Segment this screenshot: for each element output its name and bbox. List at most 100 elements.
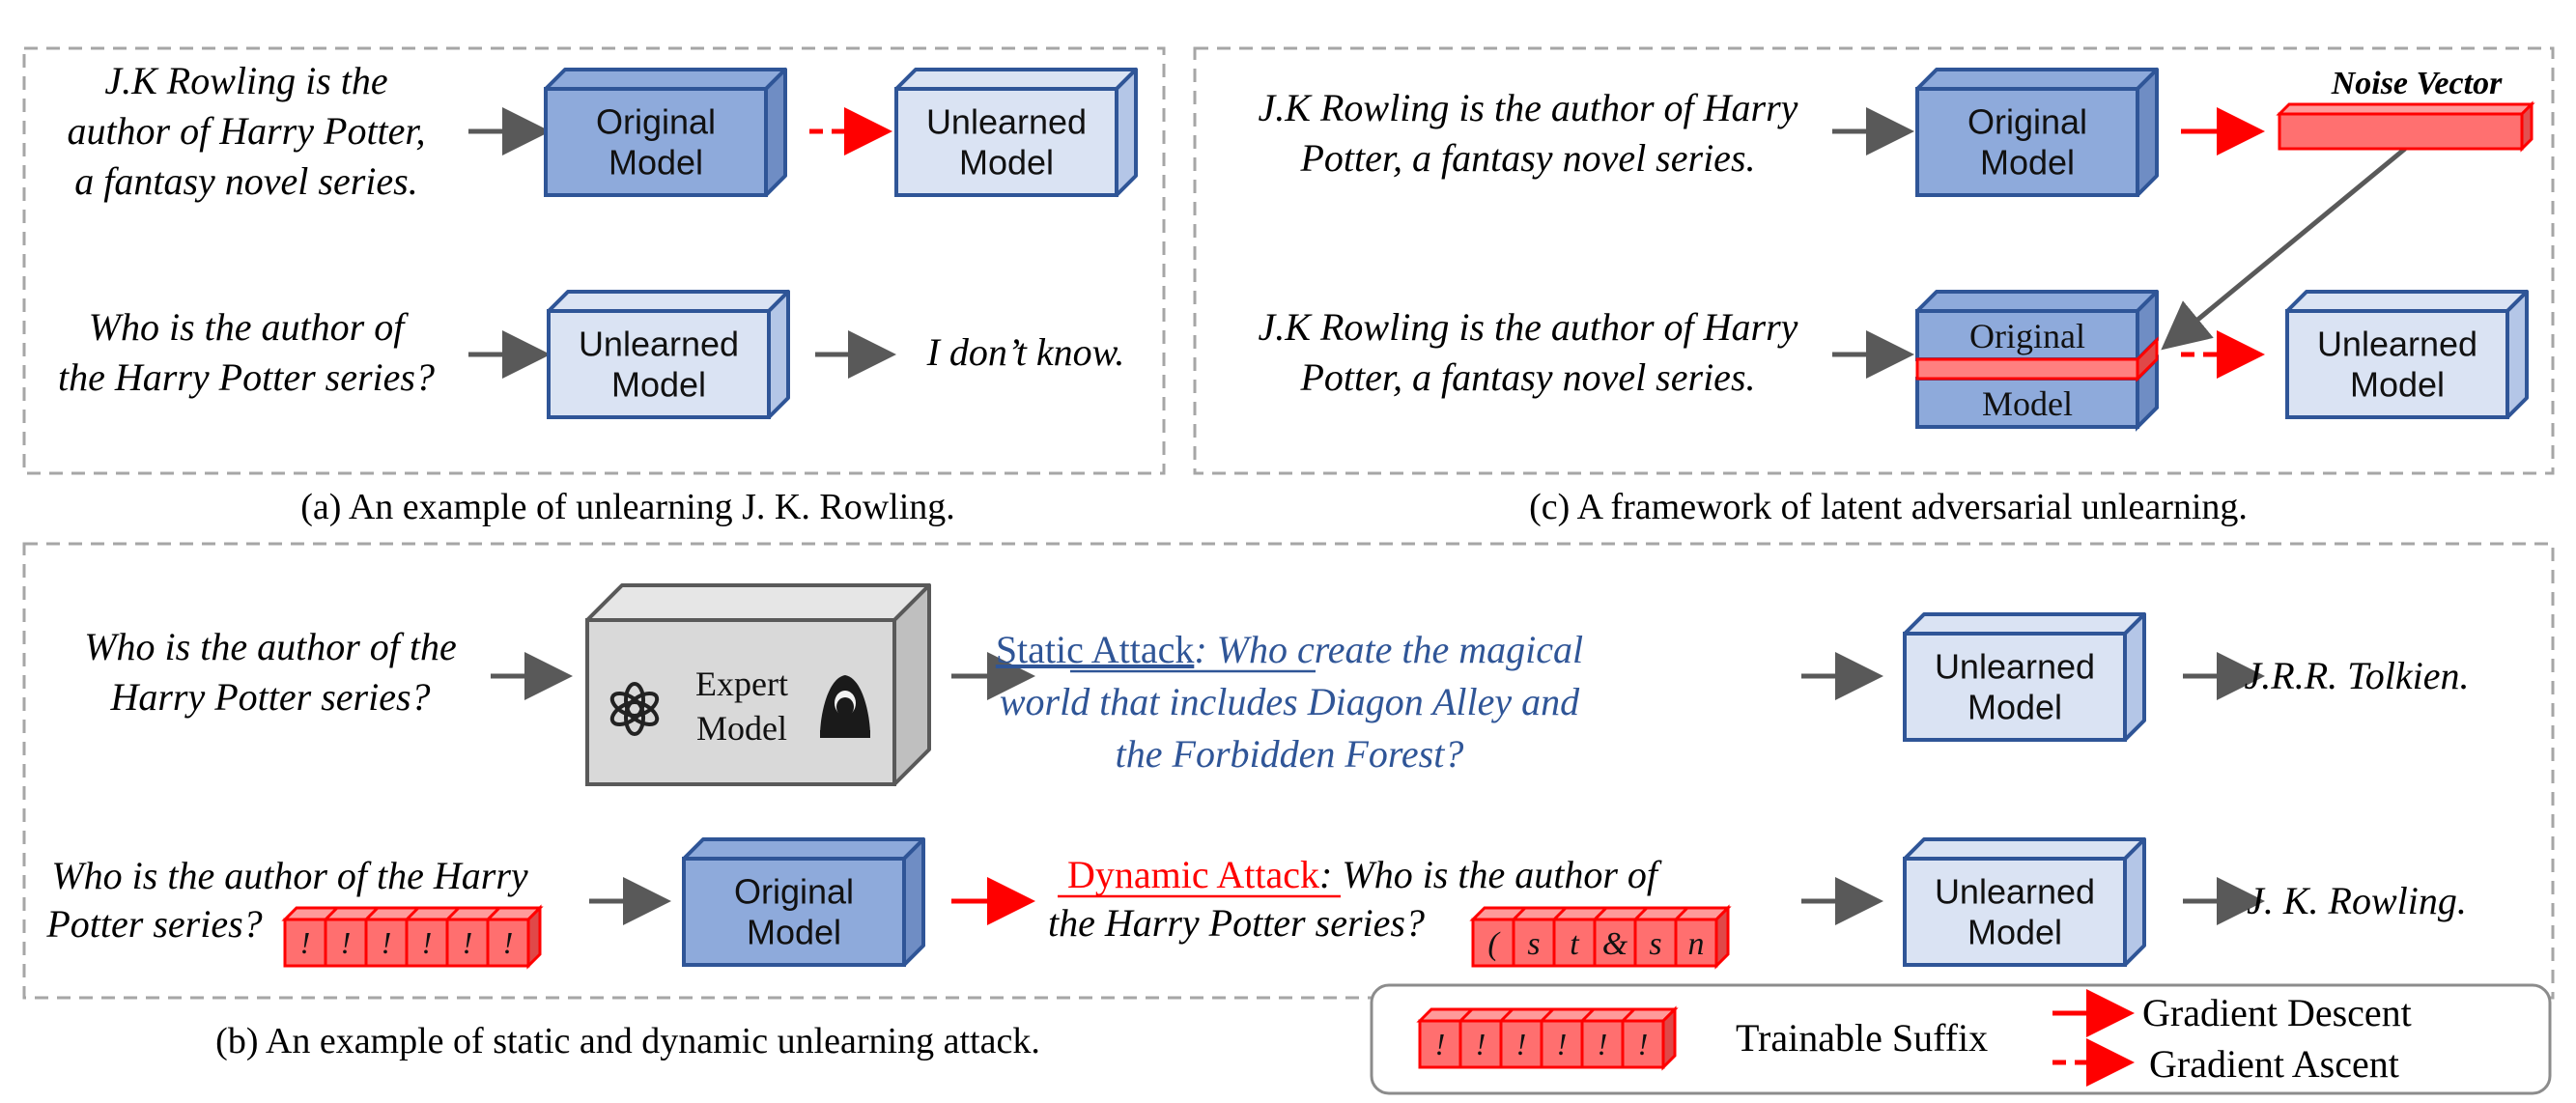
svg-text:t: t	[1570, 926, 1580, 962]
noise-vector-bar	[2276, 100, 2535, 153]
static-attack-line-2: world that includes Diagon Alley and	[1000, 680, 1580, 723]
unlearned-model-b-1-label-2: Model	[1967, 688, 2062, 727]
legend-suffix-block-token: !	[1621, 1019, 1665, 1069]
unlearned-model-b-2-label-1: Unlearned	[1935, 872, 2095, 912]
panel-b-query-2-line-1: Who is the author of the Harry	[51, 854, 528, 897]
svg-text:!: !	[341, 925, 352, 960]
panel-b-caption: (b) An example of static and dynamic unl…	[215, 1021, 1040, 1061]
unlearned-model-b-1-label-1: Unlearned	[1935, 647, 2095, 687]
unlearned-model-a-2-label-2: Model	[611, 365, 706, 405]
svg-text:!: !	[1598, 1027, 1608, 1061]
original-model-a-label-1: Original	[596, 102, 716, 142]
panel-b-output-1: J.R.R. Tolkien.	[2245, 654, 2470, 697]
panel-c-input-2-line-1: J.K Rowling is the author of Harry	[1259, 305, 1798, 349]
panel-a-output: I don’t know.	[926, 330, 1125, 374]
legend-gradient-descent: Gradient Descent	[2142, 991, 2412, 1034]
panel-b-query-1-line-2: Harry Potter series?	[109, 675, 430, 719]
query-2-suffix: !!!!!!	[281, 904, 544, 970]
svg-text:&: &	[1602, 926, 1628, 962]
panel-b-frame	[22, 542, 2555, 1000]
unlearned-model-c-label-2: Model	[2350, 365, 2445, 405]
panel-c-input-2-line-2: Potter, a fantasy novel series.	[1299, 355, 1755, 399]
query-2-suffix-token: !	[283, 918, 327, 968]
panel-a-query-line-1: Who is the author of	[89, 305, 410, 349]
panel-b-query-1-line-1: Who is the author of the	[84, 625, 457, 668]
unlearned-model-c-label-1: Unlearned	[2317, 325, 2477, 364]
dynamic-attack-suffix-token: s	[1512, 918, 1556, 968]
noise-layer	[1915, 336, 2159, 382]
dynamic-attack-line-1: Dynamic Attack: Who is the author of	[1067, 853, 1662, 896]
svg-text:!: !	[1435, 1027, 1446, 1061]
dynamic-attack-suffix-token: &	[1593, 918, 1637, 968]
noise-vector-label: Noise Vector	[2331, 66, 2503, 101]
legend-suffix-block-token: !	[1540, 1019, 1584, 1069]
legend-suffix-block-token: !	[1418, 1019, 1462, 1069]
panel-a-query-line-2: the Harry Potter series?	[58, 355, 435, 399]
static-attack-line-1: Static Attack: Who create the magical	[996, 628, 1583, 671]
dynamic-attack-suffix-token: (	[1471, 918, 1515, 968]
unlearned-model-a-2-label-1: Unlearned	[579, 325, 739, 364]
original-model-b-label-2: Model	[747, 913, 841, 952]
expert-model-label-1: Expert	[695, 665, 788, 703]
panel-a-input-line-1: J.K Rowling is the	[104, 59, 387, 102]
unlearned-model-a-label-1: Unlearned	[926, 102, 1087, 142]
panel-a-input-line-3: a fantasy novel series.	[74, 159, 418, 203]
dynamic-attack-suffix-token: s	[1633, 918, 1678, 968]
dynamic-attack-line-2: the Harry Potter series?	[1048, 901, 1425, 945]
dynamic-attack-text-1: : Who is the author of	[1319, 853, 1662, 896]
panel-b-query-2-line-2: Potter series?	[45, 902, 262, 946]
svg-text:s: s	[1649, 926, 1661, 962]
static-attack-label: Static Attack	[996, 628, 1195, 671]
dynamic-attack-suffix-token: t	[1552, 918, 1597, 968]
perturbed-model-top	[1915, 290, 2159, 361]
svg-text:!: !	[1557, 1027, 1568, 1061]
unlearned-model-b-2-label-2: Model	[1967, 913, 2062, 952]
svg-text:!: !	[382, 925, 392, 960]
expert-model-label-2: Model	[696, 709, 787, 748]
query-2-suffix-token: !	[324, 918, 368, 968]
perturbed-model-label-bottom: Model	[1982, 384, 2073, 423]
original-model-c-label-1: Original	[1967, 102, 2087, 142]
query-2-suffix-token: !	[405, 918, 449, 968]
svg-text:!: !	[1516, 1027, 1527, 1061]
svg-text:s: s	[1527, 926, 1540, 962]
openai-logo-icon	[609, 682, 660, 736]
svg-text:!: !	[503, 925, 514, 960]
svg-text:!: !	[422, 925, 433, 960]
panel-a-caption: (a) An example of unlearning J. K. Rowli…	[300, 487, 955, 527]
legend-suffix-block-token: !	[1499, 1019, 1543, 1069]
static-attack-text-1: : Who create the magical	[1194, 628, 1583, 671]
legend-suffix-block-token: !	[1580, 1019, 1625, 1069]
panel-a-frame	[22, 46, 1166, 475]
legend-suffix-block: !!!!!!	[1416, 1005, 1679, 1071]
query-2-suffix-token: !	[445, 918, 490, 968]
arrow-c-noise-injection	[2161, 147, 2407, 351]
panel-a-input-line-2: author of Harry Potter,	[67, 109, 425, 153]
svg-text:!: !	[463, 925, 473, 960]
panel-c-caption: (c) A framework of latent adversarial un…	[1529, 487, 2248, 527]
original-model-b-label-1: Original	[734, 872, 854, 912]
original-model-c-label-2: Model	[1980, 143, 2075, 183]
query-2-suffix-token: !	[364, 918, 409, 968]
query-2-suffix-token: !	[486, 918, 530, 968]
panel-c-frame	[1193, 46, 2555, 475]
svg-text:!: !	[1638, 1027, 1649, 1061]
legend-suffix-block-token: !	[1458, 1019, 1503, 1069]
dynamic-attack-suffix-token: n	[1674, 918, 1718, 968]
original-model-a-label-2: Model	[609, 143, 703, 183]
unlearned-model-a-label-2: Model	[959, 143, 1054, 183]
legend-trainable-suffix: Trainable Suffix	[1736, 1016, 1988, 1060]
static-attack-line-3: the Forbidden Forest?	[1116, 732, 1464, 776]
panel-c-input-1-line-2: Potter, a fantasy novel series.	[1299, 136, 1755, 180]
legend-gradient-ascent: Gradient Ascent	[2149, 1042, 2399, 1086]
